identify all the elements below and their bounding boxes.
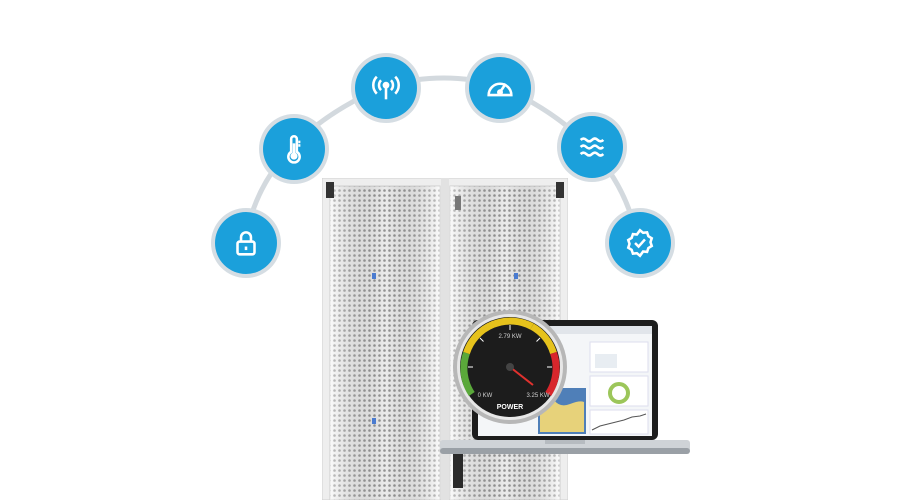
verified-badge-icon[interactable] — [609, 212, 671, 274]
gauge-needle — [509, 366, 534, 386]
airflow-icon[interactable] — [561, 116, 623, 178]
speedometer-icon[interactable] — [469, 57, 531, 119]
gauge-top-value: 2.79 KW — [498, 334, 522, 340]
gauge-title: POWER — [496, 404, 524, 411]
thermometer-icon[interactable] — [263, 118, 325, 180]
power-gauge — [453, 310, 567, 424]
lock-icon[interactable] — [215, 212, 277, 274]
wireless-icon[interactable] — [355, 57, 417, 119]
gauge-max-label: 3.25 KW — [526, 393, 550, 399]
gauge-min-label: 0 KW — [477, 393, 493, 399]
